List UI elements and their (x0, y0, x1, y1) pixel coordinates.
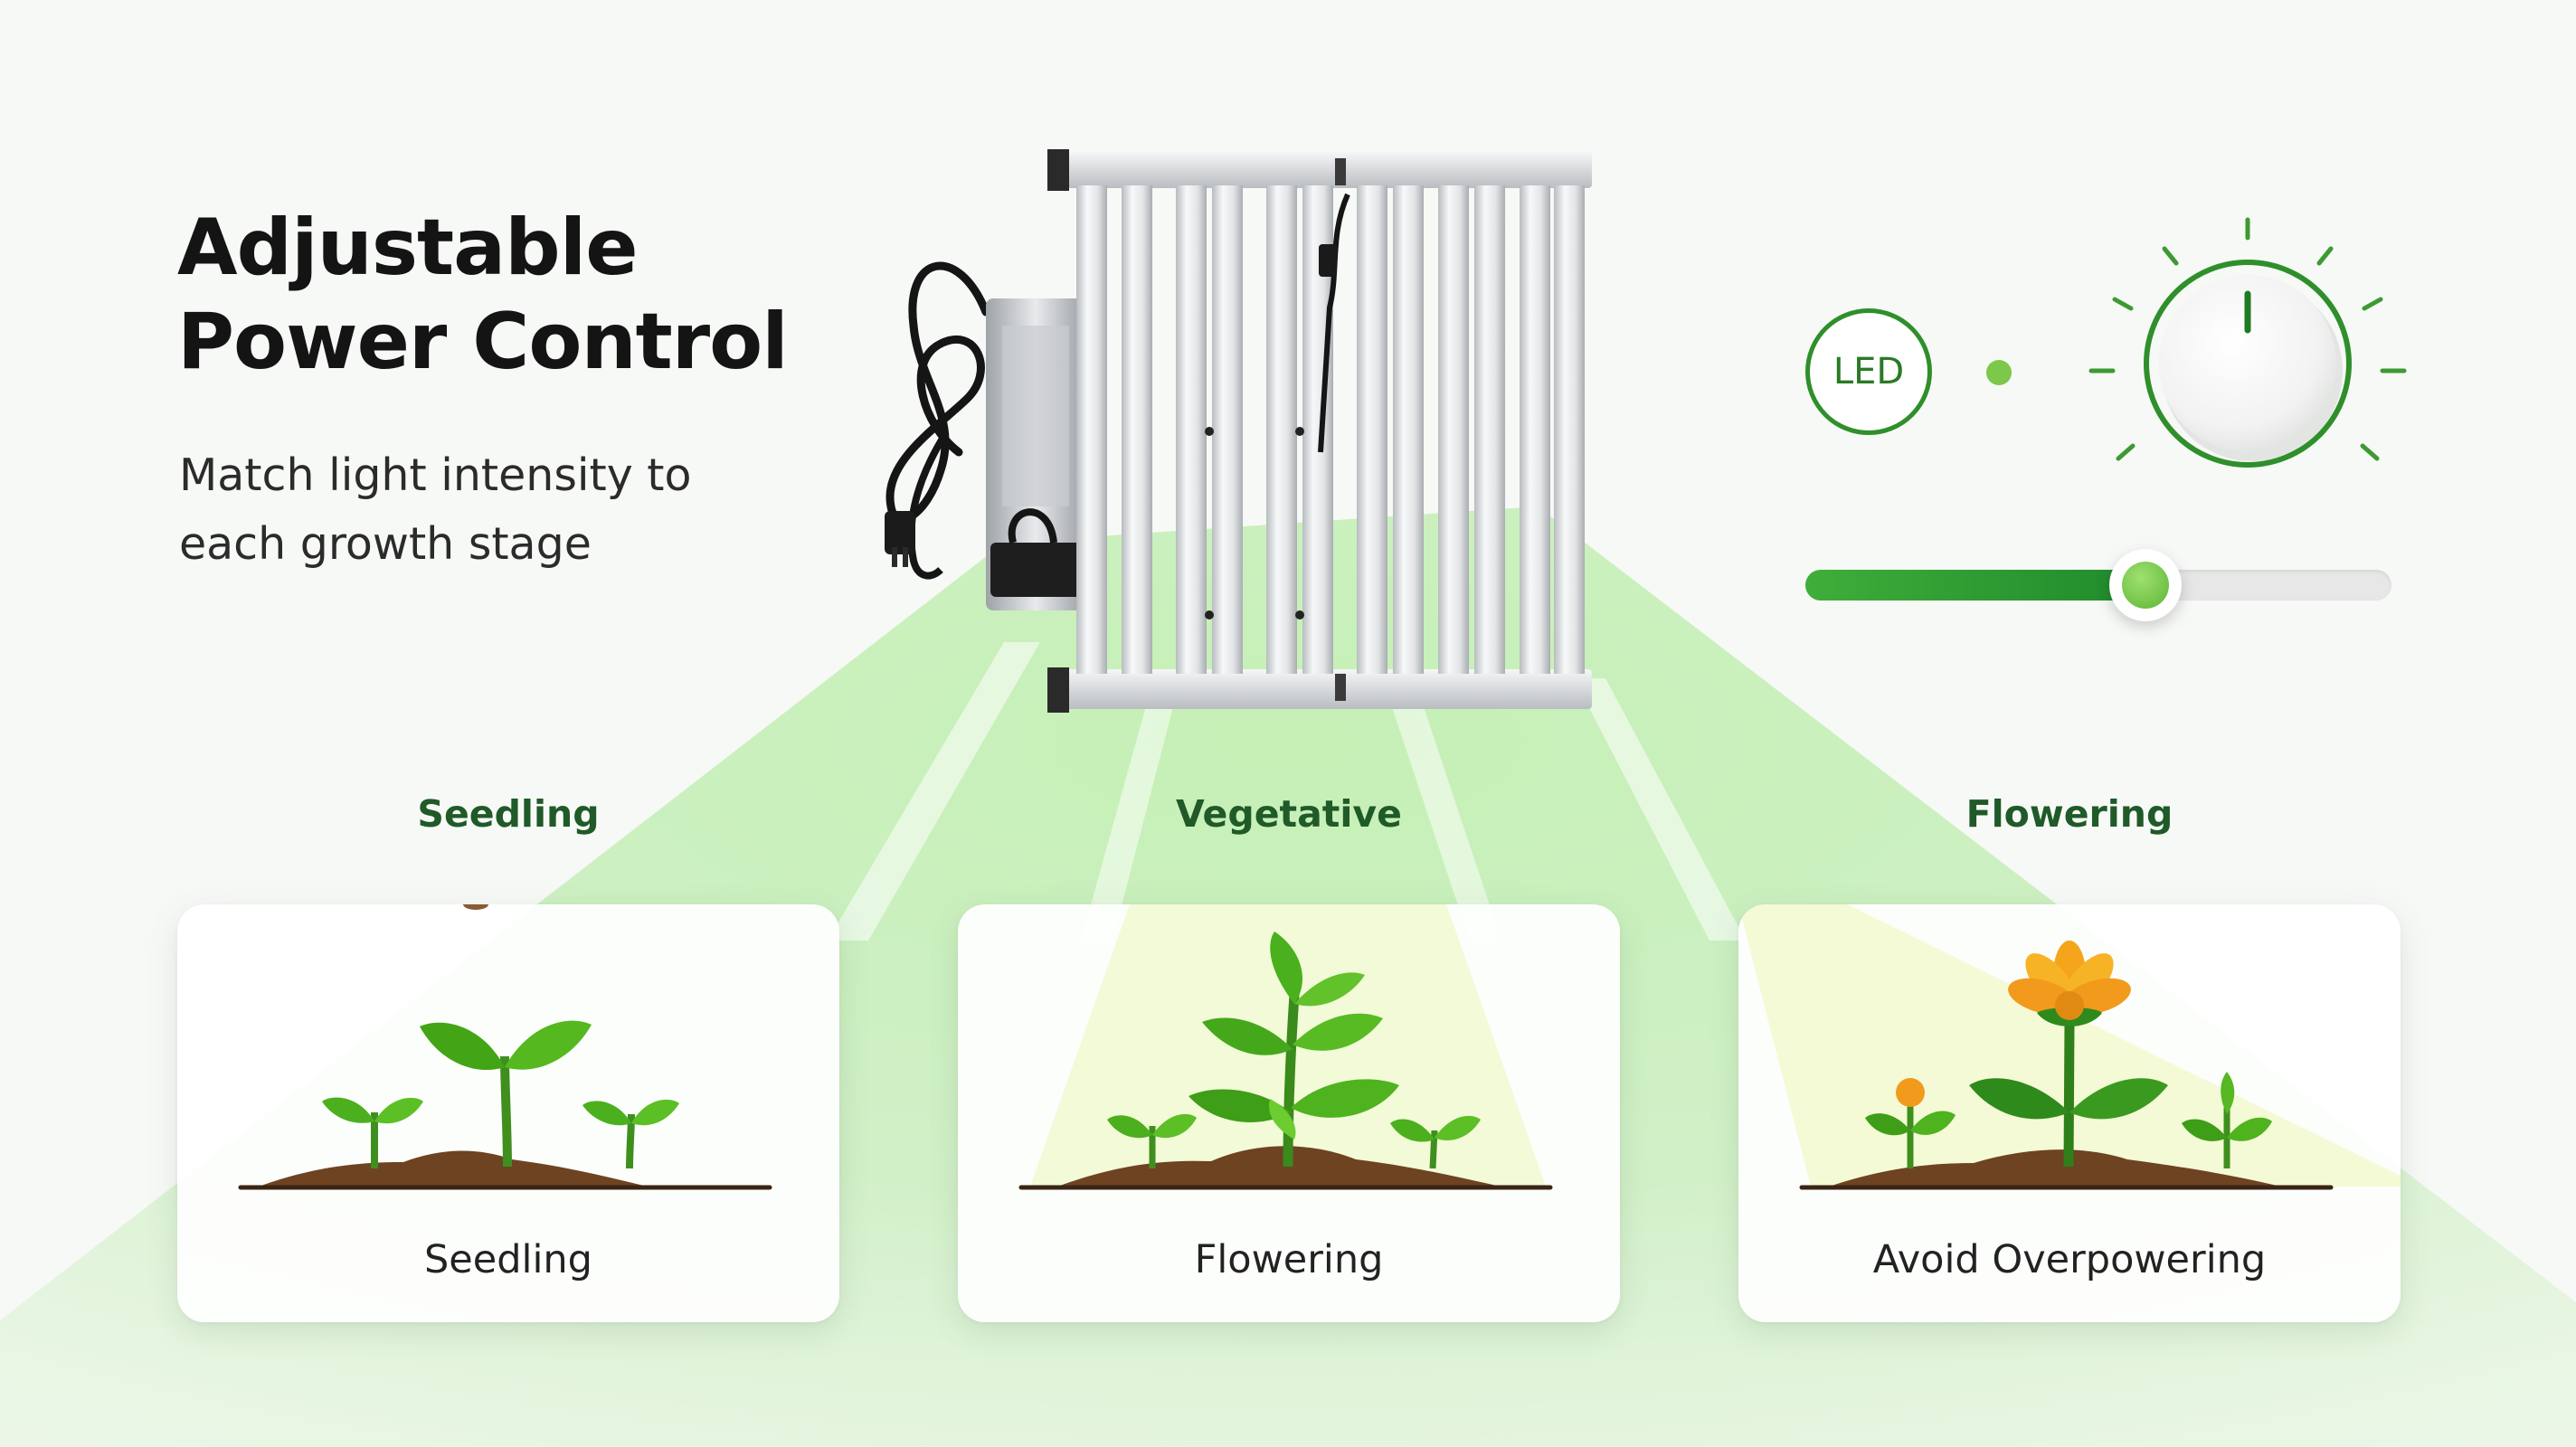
slider-fill (1805, 570, 2145, 601)
power-knob[interactable] (2080, 213, 2415, 534)
power-dial-icon[interactable] (2080, 213, 2415, 529)
title-line-2: Power Control (177, 297, 789, 387)
leafy-plant-illustration (1018, 904, 1553, 1190)
plug-icon (885, 511, 915, 554)
stage-label-flowering: Flowering (1965, 792, 2174, 836)
subtitle-line-2: each growth stage (179, 518, 592, 570)
card-seedling: Seedling (177, 904, 839, 1322)
flowering-plant-illustration (1738, 904, 2401, 1190)
led-bars (1076, 185, 1585, 674)
page-subtitle: Match light intensity to each growth sta… (179, 441, 691, 579)
card-caption-seedling: Seedling (424, 1237, 592, 1282)
title-line-1: Adjustable (177, 203, 639, 293)
card-flowering: Avoid Overpowering (1738, 904, 2401, 1322)
seedling-illustration (238, 904, 772, 1190)
page-title: Adjustable Power Control (177, 201, 789, 389)
led-label: LED (1833, 351, 1905, 392)
led-grow-light (885, 149, 1592, 713)
subtitle-line-1: Match light intensity to (179, 449, 692, 501)
indicator-dot (1986, 360, 2012, 385)
card-caption-avoid-overpowering: Avoid Overpowering (1872, 1237, 2267, 1282)
flower-icon (2008, 941, 2131, 1026)
card-vegetative: Flowering (958, 904, 1620, 1322)
stage-label-vegetative: Vegetative (1176, 792, 1402, 836)
card-caption-flowering: Flowering (1194, 1237, 1384, 1282)
slider-thumb[interactable] (2108, 549, 2182, 621)
intensity-slider[interactable] (1805, 549, 2391, 621)
stage-label-seedling: Seedling (417, 792, 600, 836)
led-badge: LED (1805, 308, 1932, 435)
